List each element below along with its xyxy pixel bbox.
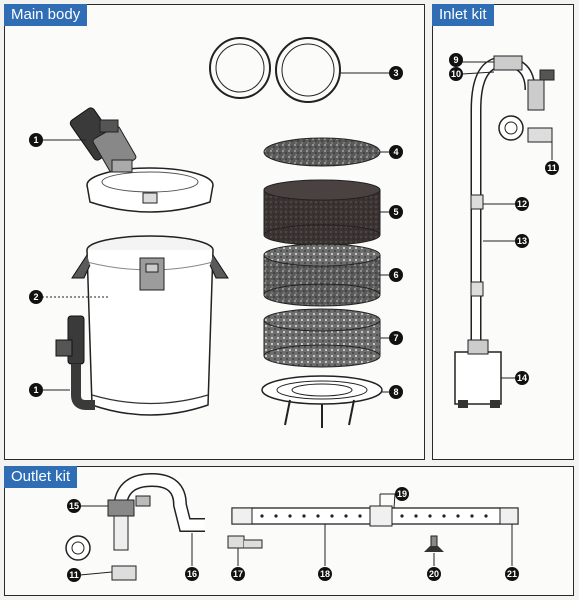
- outlet-elbow-connector: [227, 535, 263, 549]
- callout-6-badge: [389, 268, 403, 282]
- callout-10-number: 10: [451, 69, 461, 79]
- inlet-strainer: [454, 339, 502, 408]
- callout-19-badge: [395, 487, 409, 501]
- callout-3-badge: [389, 66, 403, 80]
- callout-9-number: 9: [453, 55, 458, 65]
- callout-14-badge: [515, 371, 529, 385]
- callout-2-badge: [29, 290, 43, 304]
- callout-18-number: 18: [320, 569, 330, 579]
- callout-18-badge: [318, 567, 332, 581]
- spray-bar-holes: [260, 514, 488, 518]
- callout-21-number: 21: [507, 569, 517, 579]
- outlet-suction-cup: [65, 535, 137, 581]
- callout-11-badge: [67, 568, 81, 582]
- callout-3-number: 3: [393, 68, 398, 78]
- callout-13-badge: [515, 234, 529, 248]
- canister-body: [55, 235, 229, 416]
- callout-14-number: 14: [517, 373, 527, 383]
- callout-1-badge: [29, 383, 43, 397]
- filter-sponge-4: [263, 137, 381, 167]
- callout-7-badge: [389, 331, 403, 345]
- spray-bar-end-cap: [424, 535, 444, 552]
- inlet-intake-pipe: [470, 55, 555, 352]
- callout-1-badge: [29, 133, 43, 147]
- callout-20-badge: [427, 567, 441, 581]
- outlet-kit-panel: Outlet kit: [4, 466, 574, 596]
- callout-11-number: 11: [69, 570, 79, 580]
- callout-13-number: 13: [517, 236, 527, 246]
- callout-1-number: 1: [33, 135, 38, 145]
- callout-17-number: 17: [233, 569, 243, 579]
- filter-sponge-6: [263, 243, 381, 307]
- spray-bar-left: [231, 507, 373, 525]
- callout-12-badge: [515, 197, 529, 211]
- lid-valve: [69, 107, 137, 173]
- callout-17-badge: [231, 567, 245, 581]
- callout-20-number: 20: [429, 569, 439, 579]
- callout-8-badge: [389, 385, 403, 399]
- callout-19-number: 19: [397, 489, 407, 499]
- callout-21-badge: [505, 567, 519, 581]
- callout-6-number: 6: [393, 270, 398, 280]
- callout-16-number: 16: [187, 569, 197, 579]
- callout-7-number: 7: [393, 333, 398, 343]
- callout-15-number: 15: [69, 501, 79, 511]
- main-body-label: Main body: [4, 4, 88, 26]
- callout-5-badge: [389, 205, 403, 219]
- callout-12-number: 12: [517, 199, 527, 209]
- callout-16-badge: [185, 567, 199, 581]
- outlet-kit-label: Outlet kit: [4, 466, 78, 488]
- inlet-kit-label: Inlet kit: [432, 4, 494, 26]
- callout-1-number: 1: [33, 385, 38, 395]
- canister-lid: [86, 167, 214, 213]
- callout-4-badge: [389, 145, 403, 159]
- callout-8-number: 8: [393, 387, 398, 397]
- callout-4-number: 4: [393, 147, 398, 157]
- filter-sponge-5: [263, 179, 381, 246]
- callout-15-badge: [67, 499, 81, 513]
- callout-10-badge: [449, 67, 463, 81]
- callout-5-number: 5: [393, 207, 398, 217]
- callout-11-number: 11: [547, 163, 557, 173]
- callout-9-badge: [449, 53, 463, 67]
- sealing-rings: [209, 37, 341, 103]
- filter-sponge-7: [263, 308, 381, 368]
- callout-11-badge: [545, 161, 559, 175]
- inlet-suction-cup: [498, 115, 553, 143]
- filter-tray: [261, 375, 383, 428]
- outlet-pipe-bend: [107, 472, 205, 551]
- callout-2-number: 2: [33, 292, 38, 302]
